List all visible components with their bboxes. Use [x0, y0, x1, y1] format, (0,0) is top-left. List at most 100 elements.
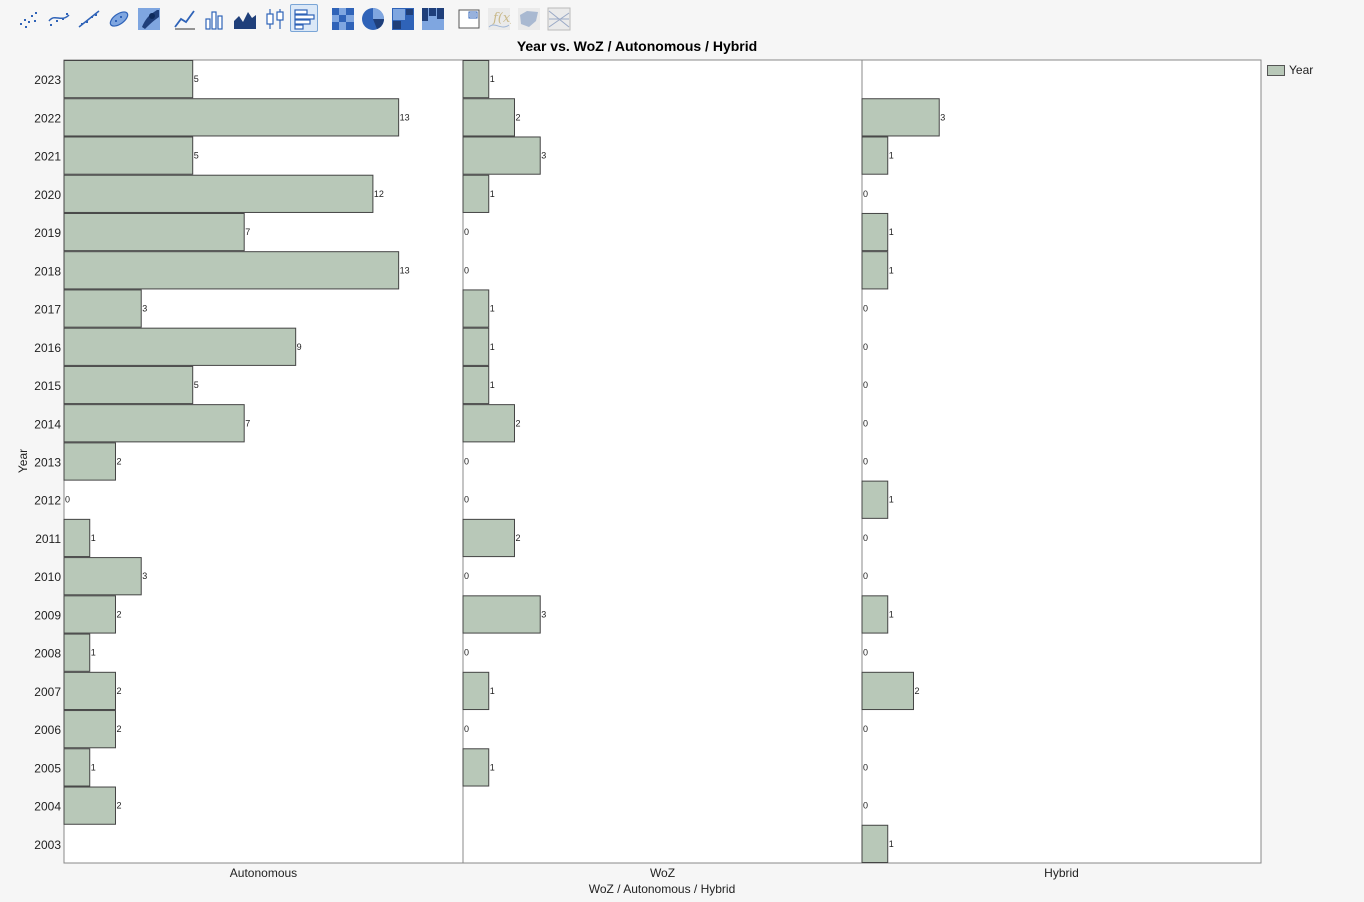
y-tick-label: 2007	[34, 685, 61, 699]
y-tick-label: 2022	[34, 111, 61, 125]
ellipse-icon[interactable]	[104, 4, 132, 32]
line-of-fit-icon[interactable]	[74, 4, 102, 32]
y-tick-label: 2016	[34, 341, 61, 355]
bar	[63, 327, 297, 366]
points-icon[interactable]	[14, 4, 42, 32]
bar-data-label: 1	[889, 495, 894, 505]
plot-panel	[462, 59, 863, 864]
x-group-label: Hybrid	[1044, 866, 1079, 880]
chart-title: Year vs. WoZ / Autonomous / Hybrid	[516, 38, 758, 54]
density-icon[interactable]	[134, 4, 162, 32]
bar	[63, 557, 142, 596]
bar-data-label: 0	[863, 801, 868, 811]
bar-data-label: 7	[245, 418, 250, 428]
bar	[63, 289, 142, 328]
bar-data-label: 2	[116, 801, 121, 811]
bar-data-label: 1	[490, 686, 495, 696]
y-tick-label: 2019	[34, 226, 61, 240]
bar	[462, 518, 515, 558]
bar-data-label: 0	[464, 648, 469, 658]
bar	[63, 786, 116, 825]
bar	[861, 480, 889, 519]
bar	[462, 136, 541, 175]
bar-data-label: 2	[116, 686, 121, 696]
bar-data-label: 2	[116, 724, 121, 734]
mosaic-icon[interactable]	[418, 4, 446, 32]
bar-data-label: 1	[490, 380, 495, 390]
bar-data-label: 0	[464, 571, 469, 581]
bar-data-label: 1	[889, 265, 894, 275]
bar-data-label: 1	[889, 227, 894, 237]
x-group-label: WoZ	[650, 866, 675, 880]
bar-data-label: 9	[297, 342, 302, 352]
bar	[861, 136, 889, 175]
y-tick-label: 2017	[34, 303, 61, 317]
bar-data-label: 2	[914, 686, 919, 696]
bar-data-label: 3	[541, 151, 546, 161]
bar-data-label: 0	[863, 724, 868, 734]
bar	[63, 60, 194, 99]
y-tick-label: 2020	[34, 188, 61, 202]
bar-data-label: 0	[863, 418, 868, 428]
bar	[63, 212, 245, 252]
bar-data-label: 13	[400, 265, 410, 275]
bar	[462, 595, 541, 634]
map-shapes-icon[interactable]	[514, 4, 542, 32]
bar-data-label: 1	[490, 342, 495, 352]
bar-data-label: 0	[464, 457, 469, 467]
parallel-plot-icon[interactable]	[544, 4, 572, 32]
histogram-icon[interactable]	[290, 4, 318, 32]
bar-data-label: 2	[515, 533, 520, 543]
heatmap-icon[interactable]	[328, 4, 356, 32]
bar-data-label: 3	[142, 304, 147, 314]
treemap-icon[interactable]	[388, 4, 416, 32]
bar-data-label: 5	[194, 74, 199, 84]
y-tick-label: 2005	[34, 761, 61, 775]
bar-data-label: 0	[464, 265, 469, 275]
y-tick-label: 2012	[34, 494, 61, 508]
bar	[63, 442, 116, 481]
bar	[861, 212, 889, 252]
y-tick-label: 2006	[34, 723, 61, 737]
bar-data-label: 3	[541, 609, 546, 619]
y-tick-label: 2015	[34, 379, 61, 393]
bar-data-label: 1	[490, 304, 495, 314]
bar-data-label: 0	[65, 495, 70, 505]
y-tick-label: 2010	[34, 570, 61, 584]
bar-data-label: 5	[194, 151, 199, 161]
bar	[63, 365, 194, 405]
bar	[462, 60, 490, 99]
y-tick-label: 2011	[35, 532, 61, 546]
bar-data-label: 0	[863, 762, 868, 772]
box-plot-icon[interactable]	[260, 4, 288, 32]
bar-data-label: 0	[863, 648, 868, 658]
bar-data-label: 1	[889, 609, 894, 619]
bar	[63, 251, 400, 290]
bar-data-label: 1	[490, 762, 495, 772]
bar	[462, 289, 490, 328]
bar	[861, 824, 889, 863]
bar	[462, 98, 515, 137]
bar	[63, 595, 116, 634]
y-axis-title: Year	[16, 449, 30, 473]
area-chart-icon[interactable]	[230, 4, 258, 32]
line-chart-icon[interactable]	[170, 4, 198, 32]
bar	[861, 98, 940, 137]
bar	[63, 404, 245, 443]
formula-icon[interactable]: f(x)	[484, 4, 512, 32]
bar	[63, 136, 194, 175]
y-tick-label: 2008	[34, 647, 61, 661]
bar	[462, 748, 490, 787]
y-tick-label: 2013	[34, 456, 61, 470]
y-tick-label: 2014	[34, 417, 61, 431]
contour-icon[interactable]	[44, 4, 72, 32]
bar	[462, 671, 490, 711]
bar-data-label: 0	[863, 342, 868, 352]
bar-chart-icon[interactable]	[200, 4, 228, 32]
legend-swatch	[1267, 64, 1285, 76]
caption-box-icon[interactable]	[454, 4, 482, 32]
bar-data-label: 13	[400, 112, 410, 122]
bar-data-label: 0	[863, 189, 868, 199]
pie-chart-icon[interactable]	[358, 4, 386, 32]
